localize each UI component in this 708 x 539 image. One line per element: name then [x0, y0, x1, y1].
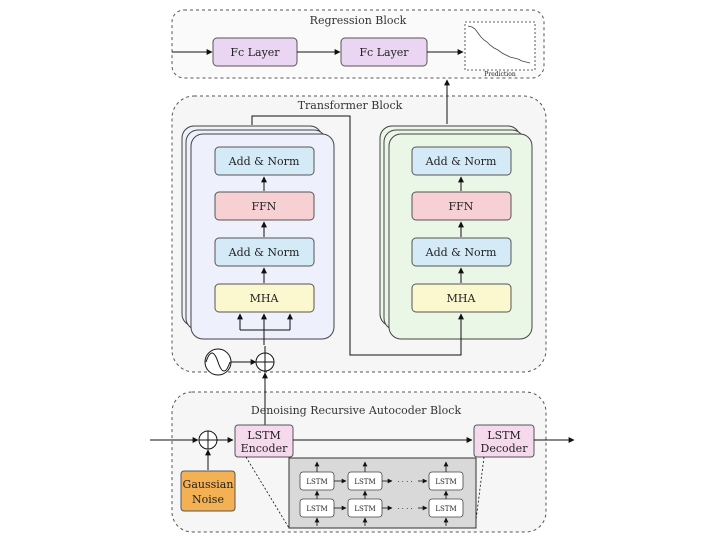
regression-block: Regression Block Fc Layer Fc Layer Predi… — [171, 9, 545, 79]
denoising-block: Denoising Recursive Autocoder Block Gaus… — [150, 372, 575, 533]
denoising-block-title: Denoising Recursive Autocoder Block — [251, 404, 462, 417]
positional-encoding-icon — [204, 348, 232, 376]
lstm-row1-ellipsis: · · · · — [397, 478, 413, 486]
encoder-mha-input-split — [240, 329, 290, 345]
lstm-decoder-label-1: LSTM — [487, 429, 520, 442]
regression-block-title: Regression Block — [310, 14, 407, 27]
lstm-cell-r2c3-label: LSTM — [435, 505, 456, 513]
decoder-add-norm-mid — [411, 237, 512, 267]
encoder-ffn-label: FFN — [252, 200, 277, 213]
encoder-add-norm-top — [214, 146, 315, 176]
lstm-encoder-label-1: LSTM — [247, 429, 280, 442]
lstm-cell-r1c3-label: LSTM — [435, 478, 456, 486]
gaussian-noise — [180, 470, 236, 512]
fc-layer-1-label: Fc Layer — [230, 46, 280, 59]
encoder-to-decoder-connection — [251, 115, 464, 356]
lstm-cell-r1c1-label: LSTM — [306, 478, 327, 486]
transformer-block: Transformer Block Add & Norm FFN Add & N… — [171, 79, 547, 376]
decoder-mha-label: MHA — [447, 292, 477, 305]
encoder-add-norm-mid — [214, 237, 315, 267]
encoder-ffn — [214, 191, 315, 221]
decoder-add-norm-top — [411, 146, 512, 176]
encoder-stack: Add & Norm FFN Add & Norm MHA — [181, 125, 335, 345]
lstm-encoder — [234, 424, 294, 458]
gaussian-noise-label-1: Gaussian — [183, 478, 234, 491]
lstm-decoder — [473, 424, 535, 458]
decoder-ffn — [411, 191, 512, 221]
zoom-line-left — [245, 456, 290, 529]
gaussian-noise-label-2: Noise — [192, 493, 224, 506]
encoder-add-norm-top-label: Add & Norm — [228, 155, 300, 168]
fc-layer-2-label: Fc Layer — [359, 46, 409, 59]
add-circle-icon-noise — [198, 430, 218, 450]
encoder-add-norm-mid-label: Add & Norm — [228, 246, 300, 259]
encoder-mha — [214, 283, 315, 313]
prediction-curve — [467, 25, 531, 64]
decoder-mha — [411, 283, 512, 313]
transformer-block-title: Transformer Block — [298, 99, 403, 112]
lstm-row2-ellipsis: · · · · — [397, 505, 413, 513]
lstm-cell-r2c1-label: LSTM — [306, 505, 327, 513]
decoder-ffn-label: FFN — [449, 200, 474, 213]
decoder-stack: Add & Norm FFN Add & Norm MHA — [379, 125, 533, 340]
prediction-plot — [464, 21, 536, 71]
add-circle-icon-transformer — [255, 352, 275, 372]
encoder-mha-label: MHA — [250, 292, 280, 305]
prediction-label: Prediction — [484, 71, 516, 78]
decoder-add-norm-mid-label: Add & Norm — [425, 246, 497, 259]
lstm-decoder-label-2: Decoder — [481, 442, 529, 455]
lstm-cell-r2c2-label: LSTM — [354, 505, 375, 513]
lstm-encoder-label-2: Encoder — [241, 442, 288, 455]
decoder-add-norm-top-label: Add & Norm — [425, 155, 497, 168]
lstm-cell-r1c2-label: LSTM — [354, 478, 375, 486]
